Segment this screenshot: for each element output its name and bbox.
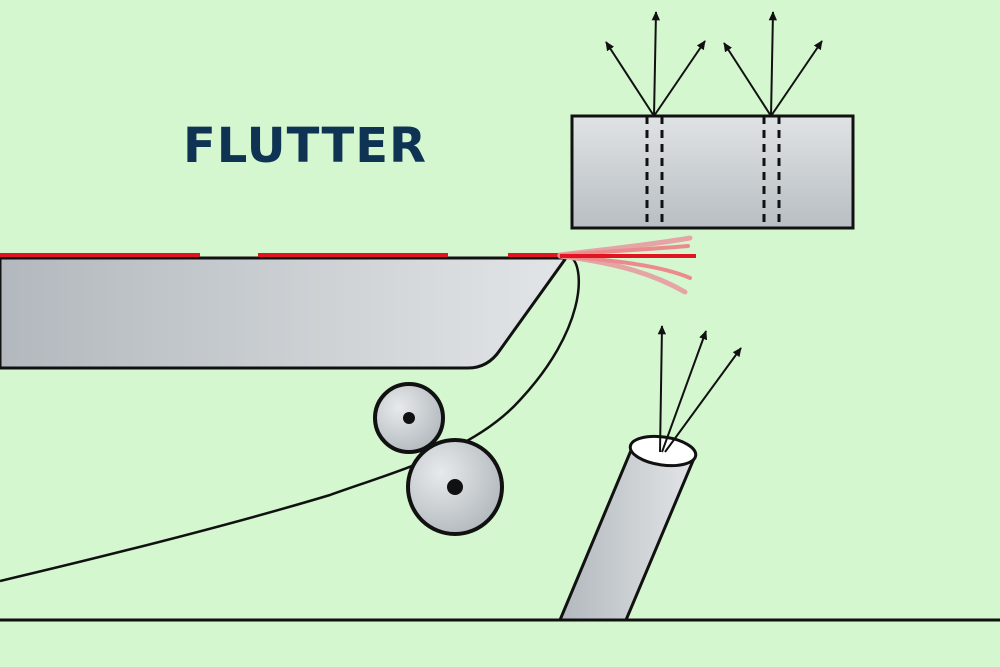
air-flow-arrows-nozzle: [657, 325, 742, 453]
fluttering-web-tail: [557, 235, 696, 295]
lower-roller: [406, 438, 504, 536]
return-web-line: [0, 257, 580, 583]
air-knife-box: [570, 114, 855, 230]
air-nozzle-tube: [557, 434, 698, 622]
upper-roller: [373, 382, 445, 454]
air-flow-arrows-box: [605, 11, 823, 117]
forming-table: [0, 256, 569, 370]
diagram-title: FLUTTER: [183, 118, 427, 174]
